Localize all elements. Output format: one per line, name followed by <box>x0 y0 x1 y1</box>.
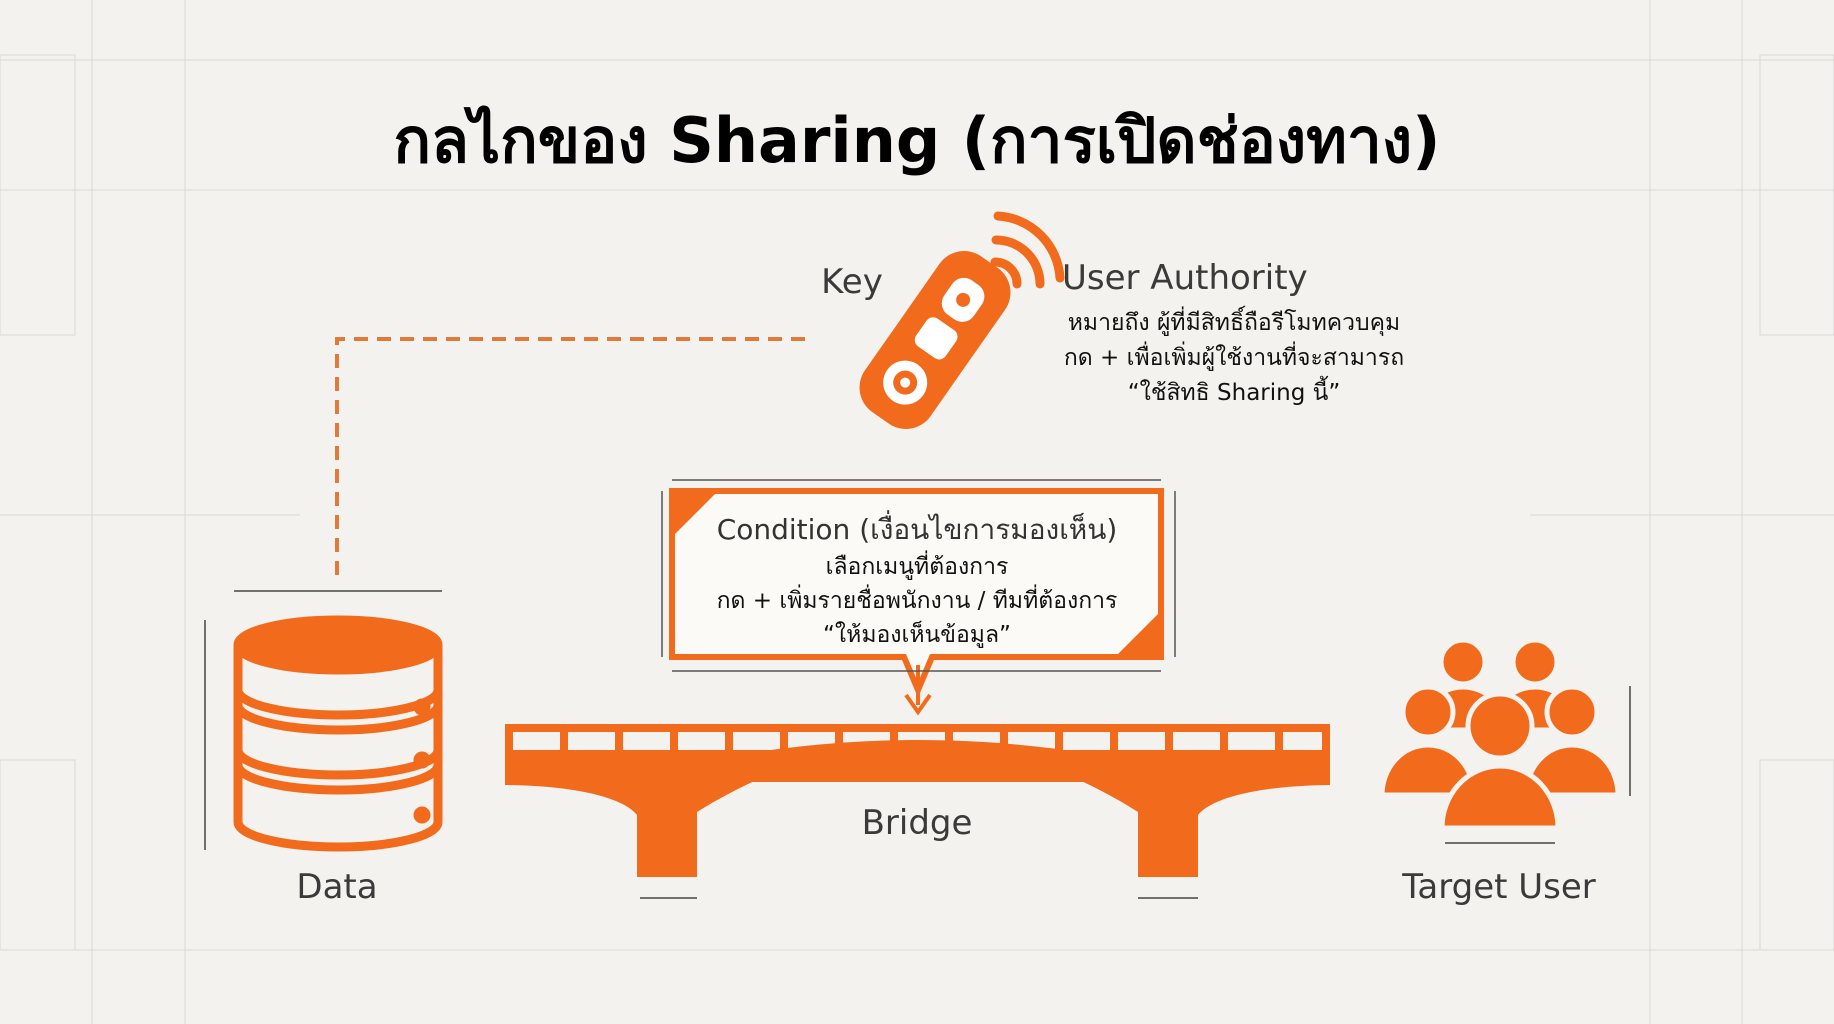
description-line: “ใช้สิทธิ Sharing นี้” <box>1127 380 1341 406</box>
bridge-railing-post <box>505 724 513 754</box>
remote-control-icon <box>859 251 1011 429</box>
dashed-connector <box>335 337 805 579</box>
bridge-railing-post <box>890 724 898 754</box>
bridge-railing-post <box>615 724 623 754</box>
bridge-label: Bridge <box>861 803 973 843</box>
condition-callout <box>661 479 1176 716</box>
bridge-railing-post <box>1000 724 1008 754</box>
bridge-railing-post <box>1220 724 1228 754</box>
bridge-railing-post <box>1275 724 1283 754</box>
user-authority-title: User Authority <box>1062 258 1308 298</box>
bridge-railing-post <box>835 724 843 754</box>
users-group-icon <box>1379 637 1621 831</box>
signal-waves-icon <box>990 211 1065 289</box>
description-line: กด + เพื่อเพิ่มผู้ใช้งานที่จะสามารถ <box>1063 345 1405 371</box>
page-title: กลไกของ Sharing (การเปิดช่องทาง) <box>393 104 1441 177</box>
bridge-railing-post <box>780 724 788 754</box>
database-icon <box>233 615 443 852</box>
description-line: เลือกเมนูที่ต้องการ <box>825 554 1009 580</box>
description-line: หมายถึง ผู้ที่มีสิทธิ์ถือรีโมทควบคุม <box>1067 310 1401 336</box>
bridge-railing-post <box>670 724 678 754</box>
user-authority-description: หมายถึง ผู้ที่มีสิทธิ์ถือรีโมทควบคุม กด … <box>1064 306 1404 411</box>
bridge-railing-post <box>1165 724 1173 754</box>
bridge-railing-post <box>1322 724 1330 754</box>
bridge-railing-post <box>1110 724 1118 754</box>
description-line: กด + เพิ่มรายชื่อพนักงาน / ทีมที่ต้องการ <box>716 588 1118 614</box>
target-user-label: Target User <box>1402 867 1596 907</box>
description-line: “ให้มองเห็นข้อมูล” <box>823 622 1011 648</box>
condition-description: เลือกเมนูที่ต้องการ กด + เพิ่มรายชื่อพนั… <box>717 550 1118 652</box>
bridge-icon <box>505 724 1330 877</box>
bridge-railing-post <box>725 724 733 754</box>
bridge-railing-post <box>945 724 953 754</box>
bridge-railing-post <box>1055 724 1063 754</box>
data-label: Data <box>296 867 378 907</box>
key-label: Key <box>821 262 883 302</box>
bridge-railing-post <box>560 724 568 754</box>
condition-title: Condition (เงื่อนไขการมองเห็น) <box>716 513 1118 546</box>
dimension-lines <box>204 590 1631 899</box>
